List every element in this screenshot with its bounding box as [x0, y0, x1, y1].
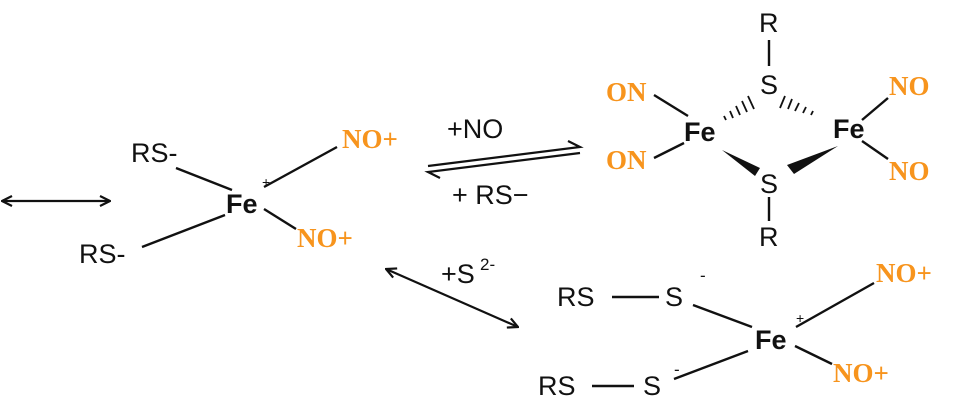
persulfide-rs-lower: RS	[538, 371, 576, 401]
hashed-bond-left	[723, 95, 755, 121]
persulfide-fe-charge: +	[796, 310, 804, 326]
equilibrium-forward-arrow	[427, 140, 584, 168]
dimer-r-bottom: R	[759, 222, 779, 252]
persulfide-no-upper: NO+	[876, 258, 932, 288]
dimer-no-upper: NO	[889, 71, 930, 101]
left-rs-upper: RS-	[131, 138, 178, 168]
dimer-r-top: R	[759, 8, 779, 38]
sulfide-reaction: +S 2-	[386, 255, 518, 327]
persulfide-s-lower: S	[643, 371, 661, 401]
persulfide-dnic-complex: RS S - RS S - Fe + NO+ NO+	[538, 258, 932, 401]
persulfide-s-upper: S	[665, 282, 683, 312]
dimer-on-upper: ON	[606, 77, 647, 107]
dimer-fe-right: Fe	[833, 114, 865, 144]
bond-fe-rs-upper	[175, 166, 233, 192]
label-s-charge: 2-	[480, 255, 495, 274]
wedge-bond-right	[787, 146, 838, 174]
bond-fe-no-upper	[263, 145, 338, 189]
dimer-s-bottom: S	[760, 169, 778, 199]
bond-on-upper-left	[653, 93, 689, 118]
bond-fe-no-lower	[263, 207, 297, 231]
bond-no-upper-right	[861, 97, 889, 121]
roussin-red-ester-dimer: R S S R Fe Fe ON ON	[606, 8, 930, 252]
left-rs-lower: RS-	[79, 239, 126, 269]
bond-no-lower-right	[861, 140, 889, 160]
bond-fe-rs-lower	[141, 213, 226, 249]
hashed-bond-right	[779, 95, 814, 116]
persulfide-fe: Fe	[755, 325, 787, 355]
left-fe-charge: +	[262, 174, 270, 190]
dimer-s-top: S	[760, 70, 778, 100]
bond-s-fe-upper	[692, 303, 753, 329]
persulfide-s-upper-charge: -	[700, 266, 706, 285]
sulfide-arrow	[386, 269, 518, 327]
persulfide-no-lower: NO+	[833, 358, 889, 388]
persulfide-s-lower-charge: -	[674, 360, 680, 379]
left-no-upper: NO+	[342, 124, 398, 154]
bond-s-fe-lower	[673, 349, 749, 381]
wedge-bond-left	[722, 150, 760, 176]
dimer-on-lower: ON	[606, 145, 647, 175]
equilibrium-arrows: +NO + RS−	[424, 114, 584, 210]
left-fe: Fe	[226, 189, 258, 219]
persulfide-rs-upper: RS	[557, 282, 595, 312]
label-plus-s: +S	[441, 259, 475, 289]
bond-fe-no-upper-right	[795, 281, 875, 329]
bond-on-lower-left	[653, 141, 685, 160]
left-dnic-complex: RS- RS- Fe + NO+ NO+	[79, 124, 398, 269]
left-no-lower: NO+	[297, 223, 353, 253]
dimer-no-lower: NO	[889, 156, 930, 186]
label-plus-no: +NO	[447, 114, 503, 144]
dimer-fe-left: Fe	[684, 117, 716, 147]
label-plus-rs: + RS−	[452, 180, 529, 210]
bond-fe-no-lower-right	[794, 344, 833, 366]
equilibrium-reverse-arrow	[424, 151, 581, 179]
